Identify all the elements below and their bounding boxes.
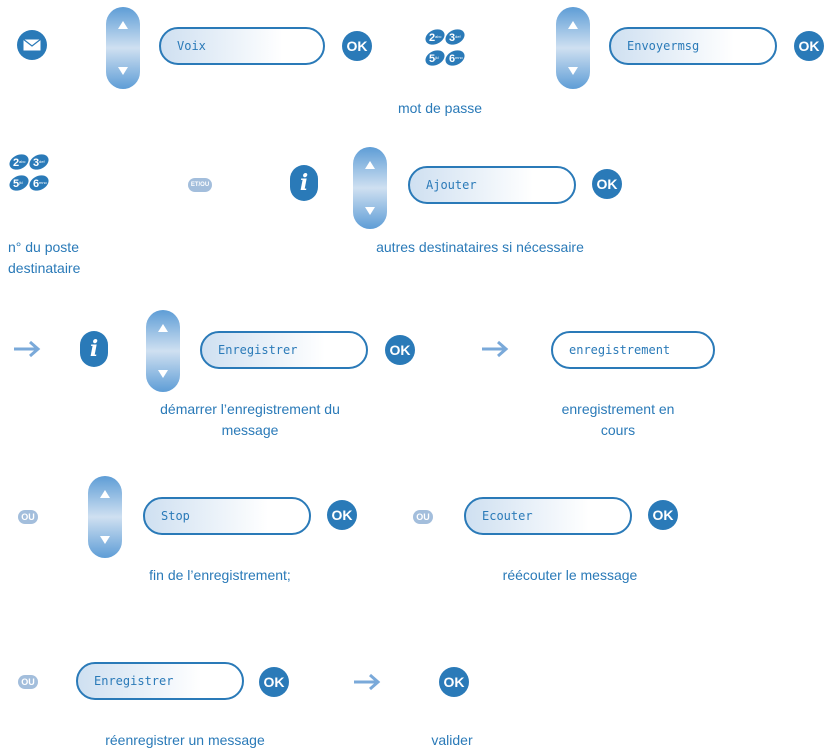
ou-tag: OU (18, 675, 38, 689)
navigator-icon[interactable] (353, 147, 387, 229)
ok-button[interactable]: OK (342, 31, 372, 61)
svg-text:mno: mno (455, 55, 464, 60)
reenregistrer-softkey[interactable]: Enregistrer (76, 662, 244, 700)
envelope-icon (22, 38, 42, 52)
svg-text:mno: mno (39, 180, 48, 185)
autres-destinataires-caption: autres destinataires si nécessaire (376, 239, 584, 255)
svg-text:jkl: jkl (434, 55, 439, 60)
ajouter-label: Ajouter (426, 178, 477, 192)
envoyermsg-label: Envoyermsg (627, 39, 700, 53)
message-key-icon[interactable] (17, 30, 47, 60)
navigator-up-icon[interactable] (118, 21, 128, 29)
svg-text:6: 6 (449, 53, 455, 65)
svg-text:6: 6 (33, 178, 39, 190)
info-icon[interactable]: i (80, 331, 108, 367)
keypad-icon: 2 3 5 6 abc def jkl mno (424, 27, 466, 69)
valider-caption: valider (431, 732, 473, 748)
valider-ok-button[interactable]: OK (439, 667, 469, 697)
svg-text:2: 2 (429, 32, 435, 44)
ok-button[interactable]: OK (259, 667, 289, 697)
svg-text:2: 2 (13, 157, 19, 169)
ajouter-softkey[interactable]: Ajouter (408, 166, 576, 204)
keypad-icon: 2 3 5 6 abc def jkl mno (8, 152, 50, 194)
enregistrement-en-cours-caption: enregistrement en cours (561, 401, 675, 438)
ecouter-label: Ecouter (482, 509, 533, 523)
reenregistrer-label: Enregistrer (94, 674, 174, 688)
svg-text:5: 5 (429, 53, 435, 65)
voix-softkey[interactable]: Voix (159, 27, 325, 65)
navigator-up-icon[interactable] (365, 161, 375, 169)
stop-label: Stop (161, 509, 190, 523)
navigator-down-icon[interactable] (568, 67, 578, 75)
svg-text:def: def (455, 34, 461, 39)
svg-text:abc: abc (435, 34, 441, 39)
stop-softkey[interactable]: Stop (143, 497, 311, 535)
navigator-down-icon[interactable] (158, 370, 168, 378)
svg-text:abc: abc (19, 159, 25, 164)
reecouter-caption: réécouter le message (502, 567, 638, 583)
ok-button[interactable]: OK (385, 335, 415, 365)
info-icon[interactable]: i (290, 165, 318, 201)
fin-enregistrement-caption: fin de l’enregistrement; (149, 567, 291, 583)
enregistrement-label: enregistrement (569, 343, 671, 357)
ok-button[interactable]: OK (648, 500, 678, 530)
svg-text:3: 3 (33, 157, 39, 169)
ok-button[interactable]: OK (794, 31, 824, 61)
navigator-down-icon[interactable] (100, 536, 110, 544)
enregistrer-label: Enregistrer (218, 343, 298, 357)
navigator-icon[interactable] (88, 476, 122, 558)
ou-tag: OU (413, 510, 433, 524)
svg-text:5: 5 (13, 178, 19, 190)
poste-destinataire-caption: n° du poste destinataire (8, 239, 81, 276)
ok-button[interactable]: OK (327, 500, 357, 530)
ecouter-softkey[interactable]: Ecouter (464, 497, 632, 535)
svg-text:def: def (39, 159, 45, 164)
envoyermsg-softkey[interactable]: Envoyermsg (609, 27, 777, 65)
navigator-icon[interactable] (106, 7, 140, 89)
demarrer-enregistrement-caption: démarrer l’enregistrement du message (160, 401, 340, 438)
arrow-right-icon (482, 340, 509, 358)
enregistrer-softkey[interactable]: Enregistrer (200, 331, 368, 369)
ou-tag: OU (18, 510, 38, 524)
navigator-icon[interactable] (556, 7, 590, 89)
svg-text:jkl: jkl (18, 180, 23, 185)
et-ou-tag: ET/OU (188, 178, 212, 192)
navigator-up-icon[interactable] (568, 21, 578, 29)
ok-button[interactable]: OK (592, 169, 622, 199)
enregistrement-display: enregistrement (551, 331, 715, 369)
reenregistrer-caption: réenregistrer un message (105, 732, 265, 748)
navigator-up-icon[interactable] (100, 490, 110, 498)
mot-de-passe-caption: mot de passe (397, 100, 483, 116)
navigator-icon[interactable] (146, 310, 180, 392)
arrow-right-icon (14, 340, 41, 358)
arrow-right-icon (354, 673, 381, 691)
navigator-down-icon[interactable] (365, 207, 375, 215)
navigator-up-icon[interactable] (158, 324, 168, 332)
navigator-down-icon[interactable] (118, 67, 128, 75)
svg-text:3: 3 (449, 32, 455, 44)
voix-label: Voix (177, 39, 206, 53)
